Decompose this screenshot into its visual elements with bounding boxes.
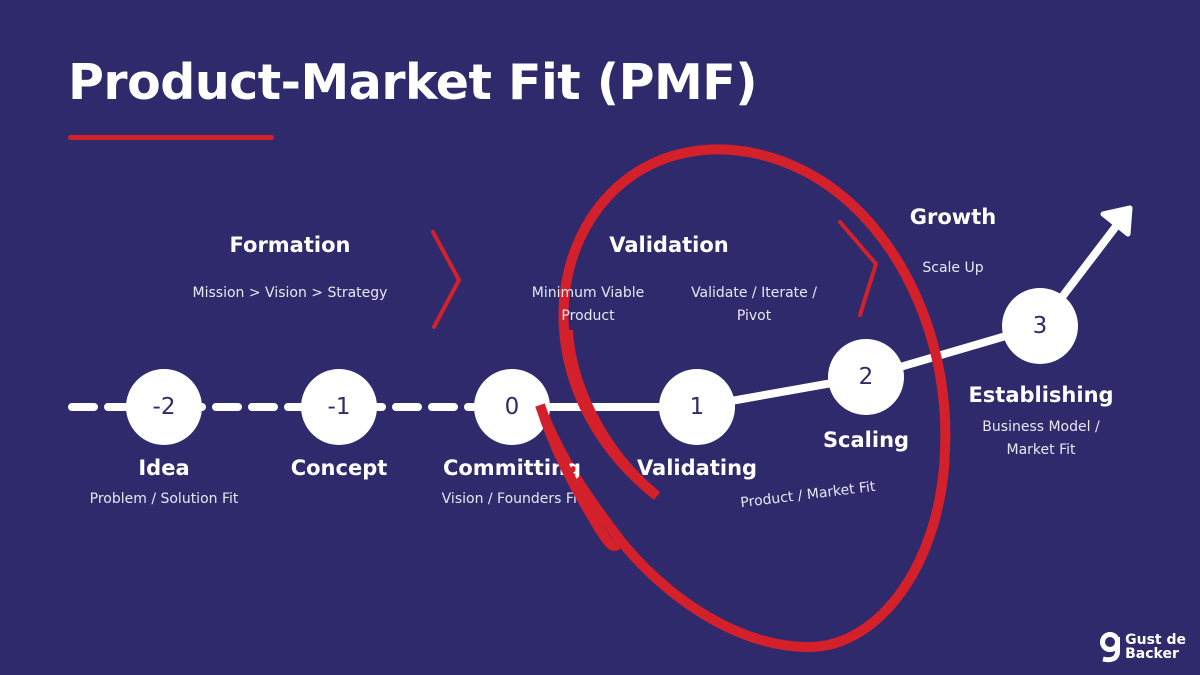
stage-label-committing: Committing [442, 456, 582, 480]
pmf-highlight-oval [535, 144, 951, 653]
chevron-formation [431, 230, 462, 329]
stage-sub-committing: Vision / Founders Fit [441, 491, 583, 507]
brand-name-line2: Backer [1125, 646, 1179, 662]
brand-logo: Gust de Backer [1099, 631, 1186, 663]
stage-node-validating: 1 [659, 369, 735, 445]
stage-sub-idea: Problem / Solution Fit [89, 491, 239, 507]
brand-name: Gust de Backer [1125, 633, 1186, 661]
stage-label-idea: Idea [138, 456, 190, 480]
stage-node-committing: 0 [474, 369, 550, 445]
title-underline [68, 135, 274, 140]
stage-label-scaling: Scaling [822, 428, 910, 452]
g-logo-icon [1099, 631, 1121, 663]
phase-validation-sub-iterate: Validate / Iterate / Pivot [691, 285, 817, 324]
phase-formation-label: Formation [229, 233, 351, 257]
phase-validation-sub-mvp: Minimum Viable Product [531, 285, 645, 324]
phase-validation-label: Validation [609, 233, 729, 257]
page-title: Product-Market Fit (PMF) [68, 54, 758, 111]
stage-node-establishing: 3 [1002, 288, 1078, 364]
brand-name-line1: Gust de [1125, 632, 1186, 648]
stage-sub-establishing: Business Model / Market Fit [982, 419, 1100, 458]
stage-label-concept: Concept [290, 456, 388, 480]
stage-node-idea: -2 [126, 369, 202, 445]
stage-label-establishing: Establishing [968, 383, 1114, 407]
chevron-validation [838, 220, 879, 317]
phase-growth-label: Growth [909, 205, 997, 229]
phase-growth-sub: Scale Up [922, 260, 984, 276]
growth-arrow-head [1100, 205, 1133, 237]
stage-node-concept: -1 [301, 369, 377, 445]
stage-label-validating: Validating [636, 456, 758, 480]
solid-timeline [512, 322, 1042, 411]
stage-node-scaling: 2 [828, 339, 904, 415]
phase-formation-sub: Mission > Vision > Strategy [192, 285, 388, 301]
